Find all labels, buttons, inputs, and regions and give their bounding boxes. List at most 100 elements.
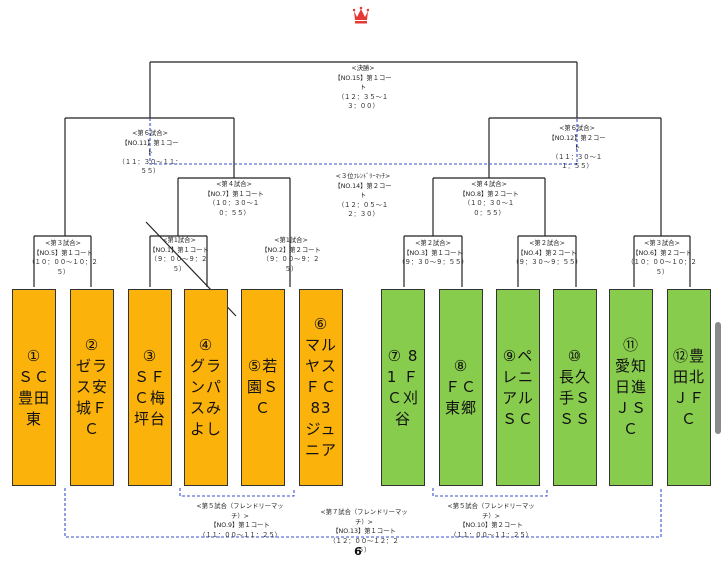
match-label-line: ５） <box>172 265 186 273</box>
bracket-line-semi-right <box>488 117 662 236</box>
match-label-line: （１２：００～１２：２ <box>329 537 399 545</box>
match-label-line: （１０：００～１０：２ <box>627 259 697 266</box>
match-label-m10: <第５試合（フレンドリーマッチ）> 【NO.10】第２コート （１１：００～１１：２… <box>431 502 551 540</box>
dashed-line-third-place <box>149 118 578 165</box>
team-box: ⑦ 81 ＦＣ刈谷 <box>381 289 425 486</box>
team-name: ① ＳＣ豊田東 <box>17 346 50 428</box>
team-box: ⑧ ＦＣ東郷 <box>439 289 483 486</box>
team-box: ⑪ 愛知日進ＪＳＣ <box>609 289 653 486</box>
team-box: ⑨ペレニアルＳＣ <box>496 289 540 486</box>
match-label-line: <第３試合> <box>644 240 680 247</box>
team-box: ⑤若園ＳＣ <box>241 289 285 486</box>
match-label-line: （１０：３０～１ <box>463 200 515 207</box>
team-name: ⑫豊田北ＪＦＣ <box>672 346 705 428</box>
match-label-line: （９：００～９：２ <box>262 256 320 263</box>
match-label-line: ト <box>359 84 367 91</box>
team-name: ③ ＳＦＣ梅坪台 <box>133 346 166 428</box>
crown-icon <box>353 6 369 24</box>
bracket-line-qf-right <box>432 177 546 236</box>
match-label-line: ト <box>146 149 154 156</box>
match-label-line: <第1試合> <box>162 237 196 244</box>
match-label-line: （１１：００～１１：２５） <box>450 531 532 539</box>
match-label-line: （１１：３０～１１： <box>118 158 182 166</box>
match-label-line: （１０：００～１０：２ <box>28 259 98 266</box>
match-label-line: <第５試合（フレンドリーマッ <box>447 503 535 510</box>
bracket-line-m3 <box>403 235 463 287</box>
match-label-line: ３：００） <box>347 103 379 110</box>
match-label-line: ０：５５） <box>473 209 505 217</box>
match-label-m4: <第２試合> 【NO.4】第２コート （９：３０～９：５５） <box>487 239 607 268</box>
match-label-line: ２：３０） <box>347 211 379 218</box>
match-label-line: チ）> <box>482 512 500 520</box>
dashed-line-m13 <box>64 488 662 538</box>
bracket-line-final <box>149 61 578 118</box>
match-label-m9: <第５試合（フレンドリーマッチ）> 【NO.9】第１コート （１１：００～１１：２５… <box>180 502 300 540</box>
team-name: ⑧ ＦＣ東郷 <box>444 357 477 417</box>
bracket-line-m6 <box>633 235 691 287</box>
match-label-m8: <第４試合> 【NO.8】第２コート （１０：３０～１ ０：５５） <box>429 180 549 218</box>
match-label-line: ５） <box>357 547 371 554</box>
match-label-m1: <第1試合> 【NO.1】第１コート （９：００～９：２ ５） <box>119 236 239 274</box>
team-box: ② ゼラス安城ＦＣ <box>70 289 114 486</box>
match-label-line: <第６試合> <box>132 130 168 137</box>
bracket-line-qf-left <box>177 177 291 287</box>
match-label-line: <第３試合> <box>45 240 81 247</box>
team-name: ⑪ 愛知日進ＪＳＣ <box>614 336 647 438</box>
match-label-line: 【NO.10】第２コート <box>459 522 523 529</box>
match-label-line: 【NO.5】第１コート <box>33 249 93 257</box>
match-label-line: チ）> <box>231 512 249 520</box>
match-label-line: 【NO.13】第１コート <box>332 528 396 535</box>
dashed-line-m9 <box>179 488 295 497</box>
match-label-line: <３位ﾌﾚﾝﾄﾞﾘｰﾏｯﾁ> <box>335 173 391 180</box>
match-label-line: （１１：３０～１ <box>551 153 603 161</box>
match-label-line: 【NO.4】第２コート <box>517 249 577 257</box>
match-label-m13: <第７試合（フレンドリーマッチ）> 【NO.13】第１コート （１２：００～１２：２… <box>304 508 424 556</box>
bracket-line-m4 <box>517 235 577 287</box>
match-label-line: <第４試合> <box>471 181 507 188</box>
match-label-line: <第５試合（フレンドリーマッ <box>196 503 284 510</box>
match-label-line: 【NO.12】第２コー <box>548 134 606 142</box>
team-name: ④ グランパスみよし <box>189 336 222 438</box>
match-label-line: 【NO.7】第１コート <box>204 190 264 198</box>
match-label-line: （１１：００～１１：２５） <box>199 531 281 539</box>
match-label-line: <第７試合（フレンドリーマッ <box>320 509 408 516</box>
team-box: ① ＳＣ豊田東 <box>12 289 56 486</box>
match-label-line: （１２：０５～１ <box>337 201 389 209</box>
match-label-line: （９：３０～９：５５） <box>512 259 582 266</box>
match-label-line: <第２試合> <box>529 240 565 247</box>
scrollbar[interactable] <box>715 322 721 434</box>
team-name: ⑥ マルヤスＦＣ 83 ジュニア <box>304 315 337 459</box>
match-label-line: 【NO.15】第１コー <box>334 74 392 82</box>
match-label-line: 【NO.9】第１コート <box>210 522 270 529</box>
match-label-line: <第1試合> <box>274 237 308 244</box>
match-label-line: （１０：３０～１ <box>208 200 260 207</box>
match-label-line: ト <box>359 192 367 199</box>
match-label-m6: <第３試合> 【NO.6】第２コート （１０：００～１０：２ ５） <box>602 239 722 277</box>
team-box: ⑫豊田北ＪＦＣ <box>667 289 711 486</box>
team-name: ⑤若園ＳＣ <box>246 357 279 417</box>
match-label-line: 【NO.11】第１コー <box>121 139 179 147</box>
match-label-line: 【NO.6】第２コート <box>632 249 692 257</box>
match-label-line: ５５） <box>140 168 160 175</box>
team-box: ④ グランパスみよし <box>184 289 228 486</box>
match-label-line: チ）> <box>355 518 373 526</box>
match-label-line: <第６試合> <box>559 125 595 132</box>
team-name: ⑩ 長久手ＳＳＳ <box>558 346 591 428</box>
match-label-line: （９：３０～９：５５） <box>398 259 468 266</box>
team-name: ② ゼラス安城ＦＣ <box>75 336 108 438</box>
match-label-line: （９：００～９：２ <box>150 256 208 263</box>
match-label-line: ５） <box>655 268 669 276</box>
match-label-line: <第２試合> <box>415 240 451 247</box>
bracket-line-m5 <box>33 235 92 287</box>
match-label-line: ５） <box>284 265 298 273</box>
team-name: ⑦ 81 ＦＣ刈谷 <box>386 346 420 428</box>
match-label-line: 【NO.1】第１コート <box>149 246 209 254</box>
match-label-line: 【NO.8】第２コート <box>459 190 519 198</box>
